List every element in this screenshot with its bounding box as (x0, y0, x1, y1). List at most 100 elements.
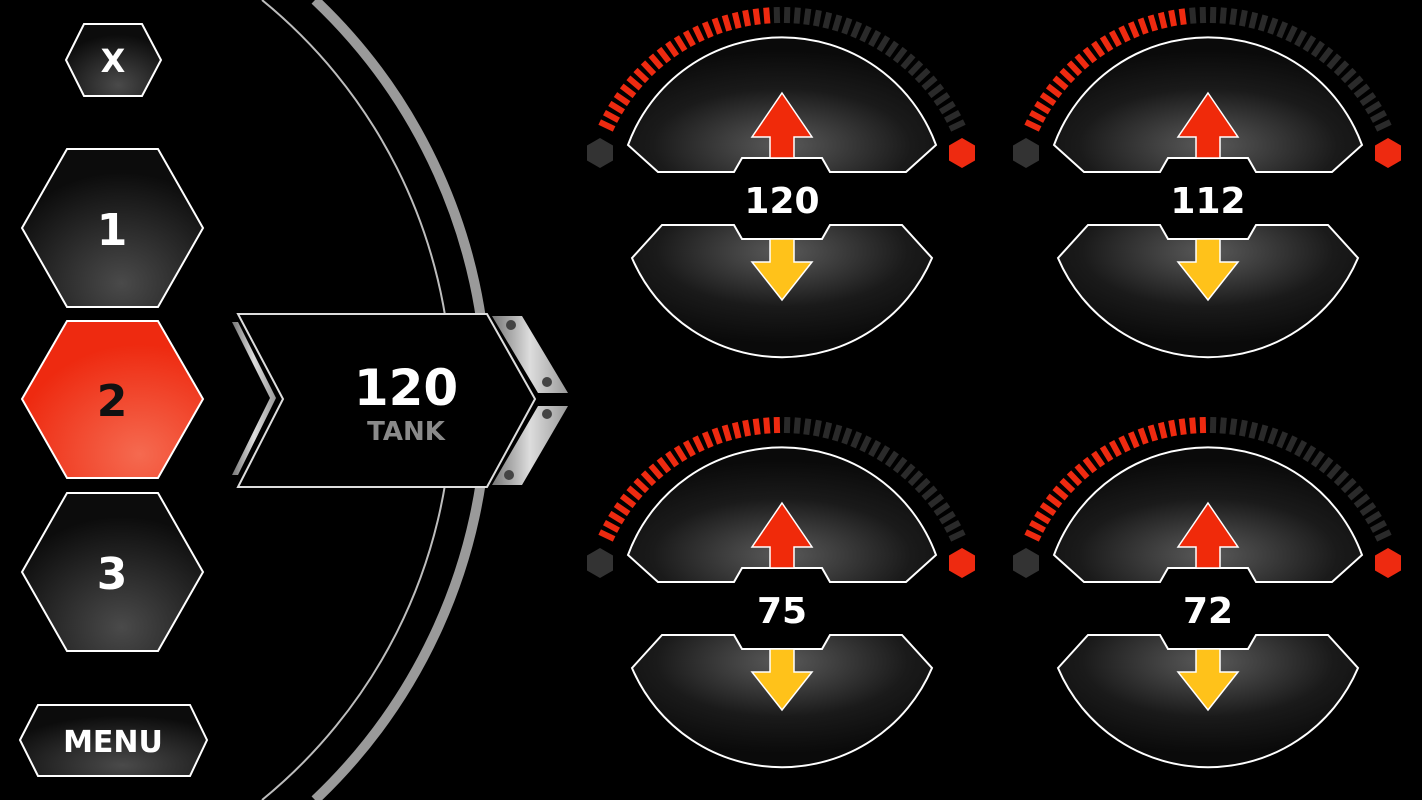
arrow-down-icon (750, 238, 814, 302)
gauge-tick (900, 53, 916, 70)
gauge-tick (1082, 456, 1098, 474)
arrow-down-icon (750, 648, 814, 712)
gauge-tick (1127, 431, 1140, 449)
gauge-tick (1066, 60, 1083, 77)
bracket-upper (492, 316, 568, 393)
gauge-tick (1326, 463, 1342, 480)
gauge-tick (1039, 502, 1057, 517)
gauge-tick (1359, 92, 1377, 107)
arrow-up-icon (1176, 501, 1240, 569)
gauge-tick (1074, 463, 1090, 480)
channel-label: 2 (97, 376, 128, 427)
gauge-tick (731, 421, 742, 439)
gauge-tick (1347, 485, 1364, 501)
gauge-tick (939, 510, 956, 525)
gauge-tick (1082, 46, 1098, 64)
gauge-tick (1370, 109, 1387, 123)
gauge-tick (1052, 75, 1069, 91)
decrease-button[interactable] (1056, 224, 1360, 359)
gauge-tick (921, 75, 938, 91)
gauge-tick (656, 46, 672, 64)
gauge-tick (763, 417, 771, 434)
gauge-tick (1024, 529, 1042, 542)
gauge-tick (1209, 7, 1217, 24)
increase-button[interactable] (626, 36, 938, 173)
gauge-tick (1189, 7, 1197, 24)
gauge-level-bar (598, 7, 966, 132)
close-button[interactable]: X (64, 23, 163, 97)
gauge-tick (1074, 53, 1090, 70)
gauge-tick (1340, 67, 1357, 84)
decrease-button[interactable] (630, 634, 934, 769)
min-indicator-icon (1013, 548, 1039, 578)
gauge-tick (1333, 60, 1350, 77)
gauge-tick (1045, 83, 1063, 99)
gauge-tick (1099, 35, 1114, 52)
decrease-button[interactable] (630, 224, 934, 359)
arrow-up-icon (750, 501, 814, 569)
gauge-tick (876, 35, 891, 52)
gauge-tick (1118, 435, 1131, 453)
gauge-tick (656, 456, 672, 474)
gauge-value: 120 (744, 181, 819, 222)
gauge-tick (884, 450, 899, 468)
gauge-tick (640, 470, 657, 487)
menu-button[interactable]: MENU (18, 704, 209, 777)
increase-button[interactable] (1052, 36, 1364, 173)
gauge-tick (1137, 427, 1149, 445)
gauge-tick (598, 529, 616, 542)
decrease-button[interactable] (1056, 634, 1360, 769)
gauge-level-bar (1024, 7, 1392, 132)
gauge-tick (868, 30, 882, 47)
gauge-tick (812, 9, 822, 27)
gauge-tick (1091, 450, 1106, 468)
gauge-tick (731, 11, 742, 29)
gauge-tick (1285, 435, 1298, 453)
gauge-tick (742, 419, 752, 437)
gauge-tick (927, 493, 945, 509)
gauge-tick (1302, 445, 1317, 462)
increase-button[interactable] (626, 446, 938, 583)
gauge-tick (721, 424, 733, 442)
gauge-tick (1326, 53, 1342, 70)
gauge-tick (1248, 421, 1259, 439)
min-indicator-icon (587, 138, 613, 168)
gauge-tick (1039, 92, 1057, 107)
max-indicator-icon (949, 548, 975, 578)
gauge-tick (1219, 7, 1227, 24)
gauge-tick (1108, 440, 1122, 457)
increase-button[interactable] (1052, 446, 1364, 583)
gauge-tick (1276, 431, 1289, 449)
tank-readout-panel: 120 TANK (232, 313, 568, 488)
gauge-tick (692, 435, 705, 453)
gauge-tick (626, 75, 643, 91)
arrow-down-icon (1176, 238, 1240, 302)
gauge-tick (608, 100, 625, 115)
gauge-tick (1302, 35, 1317, 52)
gauge-tick (850, 21, 863, 39)
gauge-tick (1374, 529, 1392, 542)
channel-label: 3 (97, 549, 128, 600)
gauge-tick (1310, 450, 1325, 468)
gauge-tick (907, 470, 924, 487)
channel-button-1[interactable]: 1 (20, 148, 205, 308)
gauge-tick (721, 14, 733, 32)
gauge-tick (613, 502, 631, 517)
channel-button-3[interactable]: 3 (20, 492, 205, 652)
gauge-tick (1137, 17, 1149, 35)
gauge-tick (1340, 477, 1357, 494)
gauge-tick (793, 7, 801, 24)
gauge-tick (1219, 417, 1227, 434)
gauge-tick (665, 450, 680, 468)
gauge-tick (803, 418, 812, 436)
gauge-tick (1248, 11, 1259, 29)
gauge-tick (1024, 119, 1042, 132)
gauge-tick (1353, 83, 1371, 99)
gauge-tick (900, 463, 916, 480)
gauge-tick (692, 25, 705, 43)
gauge-tick (1045, 493, 1063, 509)
channel-button-2[interactable]: 2 (20, 320, 205, 479)
gauge-tick (682, 30, 696, 47)
gauge-tick (1318, 46, 1334, 64)
